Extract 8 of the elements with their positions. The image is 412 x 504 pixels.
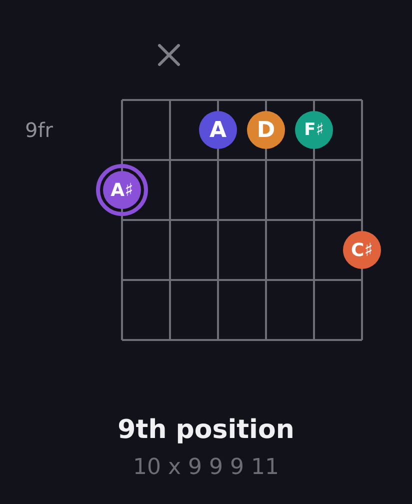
fret-number-label: 9fr bbox=[25, 118, 53, 142]
note-dot: D bbox=[247, 111, 285, 149]
note-dot: C♯ bbox=[343, 231, 381, 269]
chord-title: 9th position bbox=[118, 414, 294, 446]
fingering-caption: 10 x 9 9 9 11 bbox=[133, 455, 279, 481]
note-dot: F♯ bbox=[295, 111, 333, 149]
root-note-dot: A♯ bbox=[96, 164, 148, 216]
note-dot: A bbox=[199, 111, 237, 149]
